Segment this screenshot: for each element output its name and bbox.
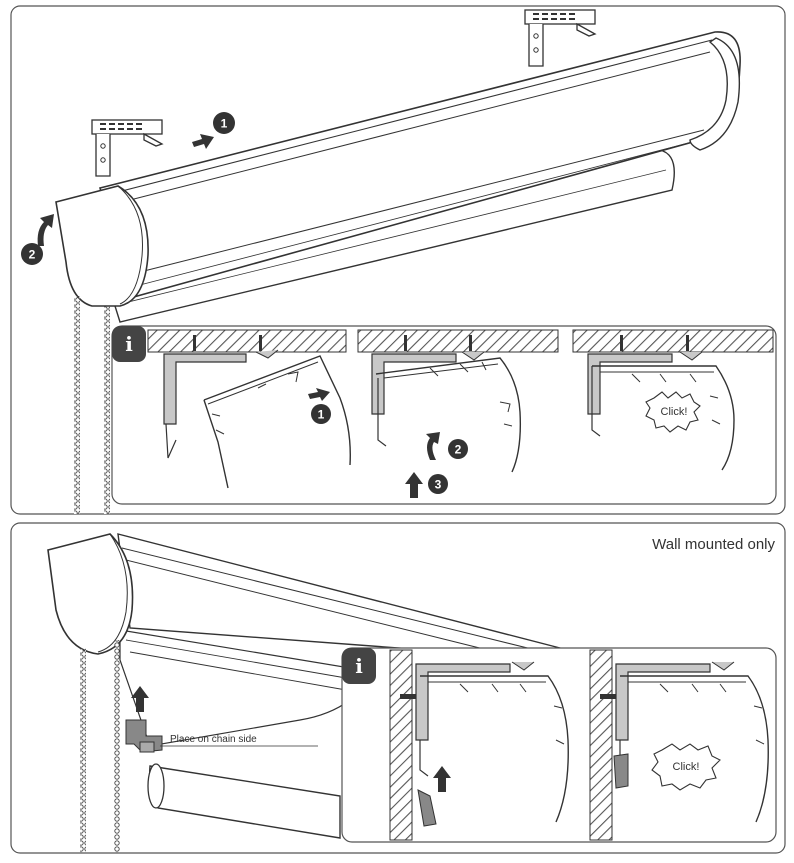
svg-text:2: 2 xyxy=(455,443,462,457)
bead-chain-back xyxy=(104,306,110,514)
detail-3-profile xyxy=(587,335,735,471)
bottom-info-box xyxy=(341,647,777,843)
detail-2-profile xyxy=(371,335,522,473)
wall-2 xyxy=(589,649,613,841)
svg-text:2: 2 xyxy=(29,248,36,262)
detail-step-badge-3: 3 xyxy=(428,474,448,494)
bead-chain-front xyxy=(74,296,80,514)
click-burst-top: Click! xyxy=(645,391,701,433)
click-label-bottom: Click! xyxy=(673,761,700,773)
mounting-bracket-right xyxy=(524,9,596,67)
top-info-box xyxy=(111,325,777,505)
ceiling-1 xyxy=(147,329,347,353)
left-end-cap-bottom xyxy=(47,533,134,655)
mounting-bracket-left xyxy=(91,119,163,177)
left-end-cap xyxy=(55,185,149,307)
step-badge-2: 2 xyxy=(21,243,43,265)
detail-step-badge-2: 2 xyxy=(448,439,468,459)
svg-text:1: 1 xyxy=(318,408,325,422)
fabric-bottom xyxy=(119,629,351,747)
wall-mounted-caption: Wall mounted only xyxy=(652,536,775,553)
ceiling-2 xyxy=(357,329,559,353)
detail-step-badge-1: 1 xyxy=(311,404,331,424)
step-1-push-arrow xyxy=(192,134,214,149)
info-badge-top: i xyxy=(112,326,146,362)
click-burst-bottom: Click! xyxy=(651,743,721,791)
bead-chain-bottom-back xyxy=(114,640,120,853)
wall-1 xyxy=(389,649,413,841)
right-end-cap xyxy=(689,37,741,151)
step-badge-1: 1 xyxy=(213,112,235,134)
bead-chain-bottom-front xyxy=(80,648,86,853)
detail-4-profile xyxy=(400,661,569,827)
detail-1-profile xyxy=(163,335,351,489)
svg-text:3: 3 xyxy=(435,478,442,492)
ceiling-3 xyxy=(572,329,774,353)
detail-2-rotate-arrow xyxy=(426,432,440,460)
detail-1-push-arrow xyxy=(308,388,330,401)
bottom-panel-frame xyxy=(10,522,786,854)
detail-2-lift-arrow xyxy=(405,472,423,498)
chain-side-up-arrow xyxy=(131,686,149,712)
safety-clip xyxy=(125,719,163,753)
svg-text:i: i xyxy=(125,332,133,356)
svg-text:1: 1 xyxy=(221,117,228,131)
bottom-rail xyxy=(148,765,341,839)
detail-5-profile xyxy=(600,661,769,823)
svg-text:i: i xyxy=(355,654,363,678)
top-panel-frame xyxy=(10,5,786,515)
info-badge-bottom: i xyxy=(342,648,376,684)
step-2-rotate-arrow xyxy=(37,214,54,246)
click-label-top: Click! xyxy=(661,406,688,418)
chain-note: Place on chain side xyxy=(170,734,257,745)
